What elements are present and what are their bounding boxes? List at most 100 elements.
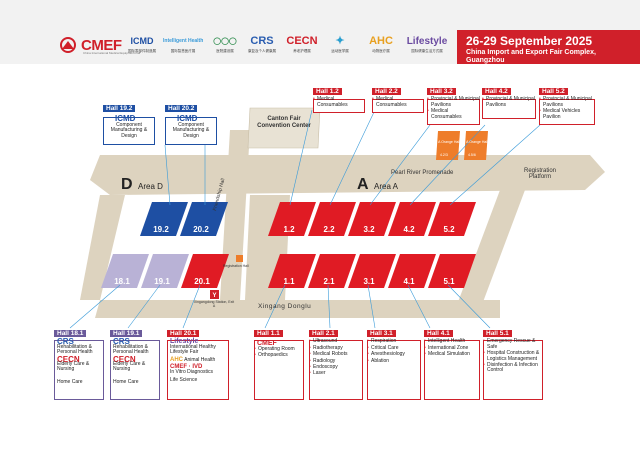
hall-label-19-1: 19.1 — [154, 277, 170, 286]
hall-block-3-1 — [348, 254, 396, 288]
callout-item-5-1-0: Emergency Rescue & Safe — [483, 339, 543, 350]
callout-item-18-1-4: Home Care — [57, 378, 83, 385]
callout-hall-18-1: Hall 18.1 CRS Rehabilitation & Personal … — [54, 330, 104, 385]
cecn-logo-2: CECN — [113, 354, 136, 364]
orange-hall-b-num: 4.5/6 — [468, 153, 476, 157]
leader-h181 — [69, 284, 121, 329]
hall-label-4-1: 4.1 — [403, 277, 415, 286]
xingang-donglu-label: Xingang Donglu — [258, 303, 312, 310]
leader-h41 — [407, 284, 431, 329]
hall-label-18-1: 18.1 — [114, 277, 130, 286]
callout-box-18-1 — [54, 340, 104, 400]
callout-title-4-2: Hall 4.2 — [482, 88, 511, 96]
hall-label-20-1: 20.1 — [194, 277, 210, 286]
callout-title-3-2: Hall 3.2 — [427, 88, 456, 96]
callout-item-2-1-4: Endoscopy — [309, 364, 363, 371]
hall-label-3-2: 3.2 — [363, 225, 375, 234]
brand-sports-name: ✦ — [335, 35, 345, 47]
bottom-road — [95, 300, 500, 318]
hall-label-1-1: 1.1 — [283, 277, 295, 286]
icmd-logo: ICMD — [115, 114, 136, 124]
callout-item-20-1-3: Animal Health — [184, 356, 216, 363]
brand-lifestyle-name: Lifestyle — [406, 36, 448, 47]
callout-item-3-1-3: Ablation — [367, 358, 421, 365]
callout-item-4-1-0: Intelligent Health — [424, 338, 480, 345]
callout-item-5-2-0: Provincial & Municipal Pavilions — [539, 97, 595, 108]
hall-block-20-2 — [180, 202, 228, 236]
callout-title-2-1: Hall 2.1 — [309, 330, 338, 338]
area-a-label: Area A — [374, 182, 399, 191]
callout-hall-20-1: Hall 20.1 Lifestyle International Health… — [167, 330, 229, 383]
callout-item-20-1-6: Life Science — [170, 376, 198, 383]
callout-item-3-1-0: Respiration — [367, 338, 421, 345]
callout-item-18-1-3: Elderly Care & Nursing — [57, 361, 90, 373]
orange-hall-a-label: A Orange Hall — [438, 140, 460, 144]
metro-icon — [210, 290, 219, 299]
callout-title-2-2: Hall 2.2 — [372, 88, 401, 96]
hall-label-4-2: 4.2 — [403, 225, 415, 234]
brand-intelligent-health: Intelligent Health 国际智慧医疗展 — [163, 36, 203, 54]
hall-label-5-2: 5.2 — [443, 225, 455, 234]
callout-item-20-1-5: In Vitro Diagnostics — [170, 369, 213, 376]
brand-ih-name: Intelligent Health — [163, 38, 204, 44]
brand-hospital-name: ◯◯◯ — [213, 38, 237, 45]
brand-icmd-name: ICMD — [130, 36, 154, 46]
callout-box-19-2 — [103, 117, 155, 145]
callout-hall-3-2: Hall 3.2 Provincial & Municipal Pavilion… — [427, 88, 480, 121]
brand-sports-sub: 运动医学展 — [331, 49, 349, 53]
leader-h32 — [369, 124, 431, 206]
brand-icmd-sub: 国际零部件制造展 — [128, 49, 156, 53]
leader-h21 — [327, 284, 331, 329]
callout-item-5-1-2: Disinfection & Infection Control — [483, 362, 543, 374]
hall-label-5-1: 5.1 — [443, 277, 455, 286]
convention-center-label: Canton Fair Convention Center — [257, 116, 311, 129]
callout-hall-19-1: Hall 19.1 CRS Rehabilitation & Personal … — [110, 330, 160, 385]
callout-hall-2-2: Hall 2.2 Medical Consumables — [372, 88, 424, 109]
metro-station-label: Xingangdong Station, Exit A — [193, 300, 235, 308]
brand-cecn-name: CECN — [286, 35, 318, 47]
callout-hall-19-2: Hall 19.2 ICMD Component Manufacturing &… — [103, 105, 155, 139]
hall-block-18-1 — [101, 254, 149, 288]
hall-label-2-2: 2.2 — [323, 225, 335, 234]
cmef-ivd-logo: CMEF · IVD — [170, 364, 203, 371]
callout-title-4-1: Hall 4.1 — [424, 330, 453, 338]
cmef-mini-logo: CMEF — [257, 340, 277, 348]
brand-cecn-sub: 养老护理展 — [293, 49, 311, 53]
callout-item-20-1-1: International Healthy Lifestyle Fair — [170, 343, 216, 356]
orange-hall-b — [464, 131, 488, 160]
brand-sports: ✦ 运动医学展 — [327, 36, 353, 54]
hall-label-1-2: 1.2 — [283, 225, 295, 234]
orange-hall-b-label: A Orange Hall — [466, 140, 488, 144]
callout-item-1-1-0: Operating Room — [254, 346, 304, 353]
hall-label-19-2: 19.2 — [153, 225, 169, 234]
callout-hall-20-2: Hall 20.2 ICMD Component Manufacturing &… — [165, 105, 217, 139]
callout-hall-5-2: Hall 5.2 Provincial & Municipal Pavilion… — [539, 88, 595, 121]
callout-item-2-1-3: Radiology — [309, 358, 363, 365]
callout-item-4-1-1: International Zone — [424, 345, 480, 352]
callout-title-19-2: Hall 19.2 — [103, 105, 136, 113]
callout-box-20-2 — [165, 117, 217, 145]
registration-platform-label: Registration Platform — [523, 168, 556, 180]
leader-h52 — [449, 124, 541, 206]
callout-item-19-1-3: Elderly Care & Nursing — [113, 361, 146, 373]
callout-item-2-1-5: Laser — [309, 371, 363, 378]
callout-title-1-1: Hall 1.1 — [254, 330, 283, 338]
callout-item-3-2-1: Medical Consumables — [427, 109, 480, 120]
callout-item-3-1-2: Anesthesiology — [367, 351, 421, 358]
cmef-logo-text: CMEF — [81, 36, 122, 54]
callout-hall-5-1: Hall 5.1 Emergency Rescue & Safe Hospita… — [483, 330, 543, 375]
leader-h192 — [164, 144, 171, 206]
bottom-halls — [101, 254, 476, 288]
callout-hall-4-2: Hall 4.2 Provincial & Municipal Pavilion… — [482, 88, 536, 109]
hall-block-4-2 — [388, 202, 436, 236]
crs-logo-2: CRS — [113, 337, 130, 347]
callout-item-3-1-1: Critical Care — [367, 345, 421, 352]
callout-hall-4-1: Hall 4.1 Intelligent Health Internationa… — [424, 330, 480, 359]
cmef-logo: CMEF — [58, 36, 122, 54]
callout-item-5-1-1: Hospital Construction & Logistics Manage… — [483, 351, 543, 362]
callout-item-2-1-1: Radiotherapy — [309, 345, 363, 352]
hall-block-2-1 — [308, 254, 356, 288]
cmef-logo-sub: China International Medical Equipment Fa… — [83, 51, 141, 55]
callout-text-20-2: Component Manufacturing & Design — [172, 121, 210, 139]
callout-title-1-2: Hall 1.2 — [313, 88, 342, 96]
